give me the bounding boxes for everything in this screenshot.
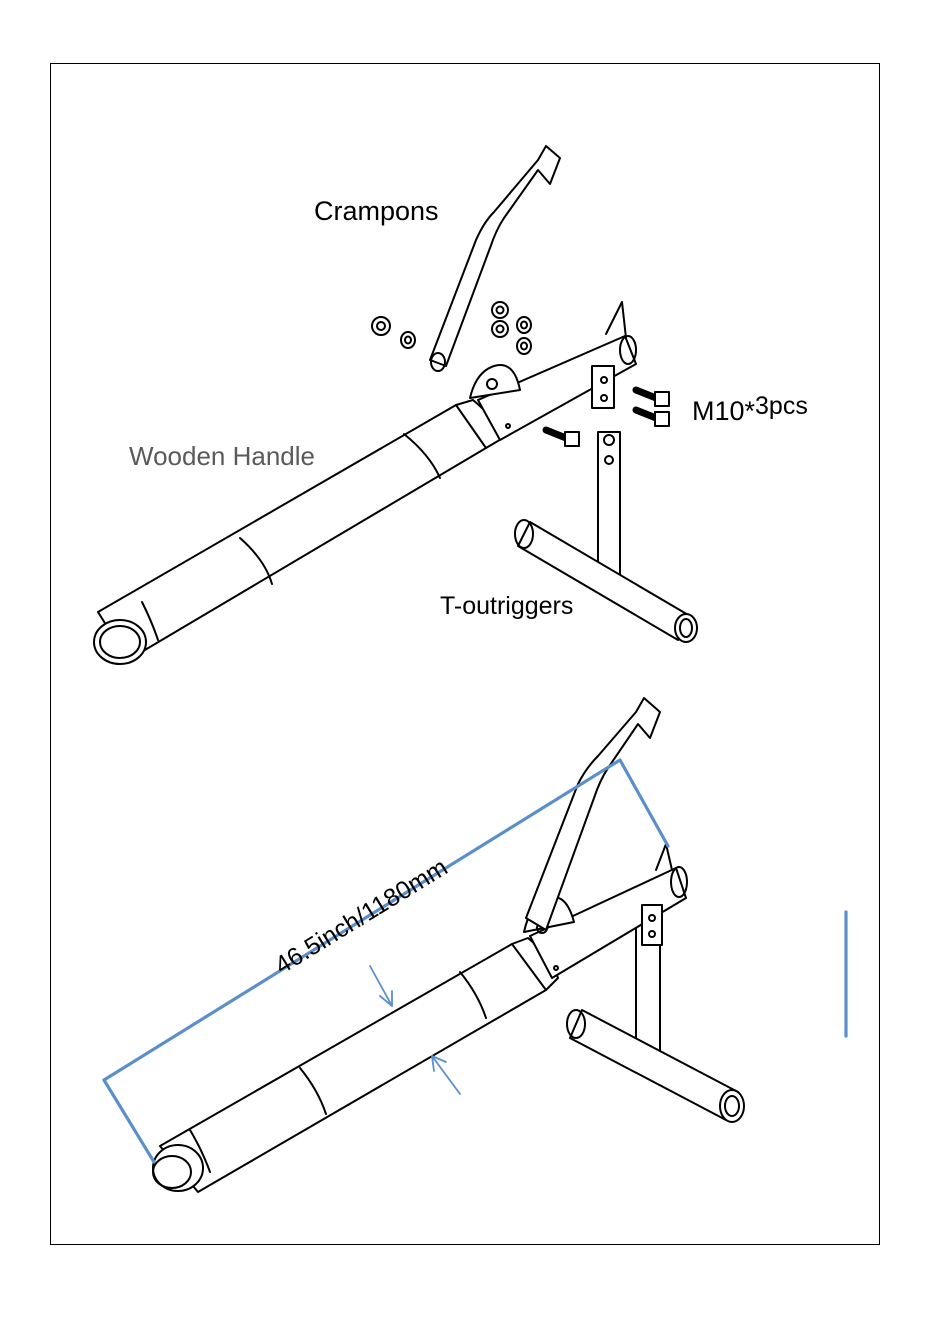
bolt-size-text: M10* [692,396,755,426]
wooden-handle-exploded [94,400,503,664]
bolts-label: M10*3pcs [692,396,808,427]
t-outriggers-label: T-outriggers [440,592,573,621]
crampons-part [430,146,560,371]
bolt-quantity-text: 3pcs [755,392,808,420]
assembled-view [153,698,744,1192]
wooden-handle-label: Wooden Handle [129,441,315,472]
length-extension-right [620,760,668,846]
wooden-handle-assembled [153,938,558,1192]
crampons-label: Crampons [314,196,439,227]
diameter-arrow-top [370,966,392,1006]
length-extension-left [104,1080,154,1162]
